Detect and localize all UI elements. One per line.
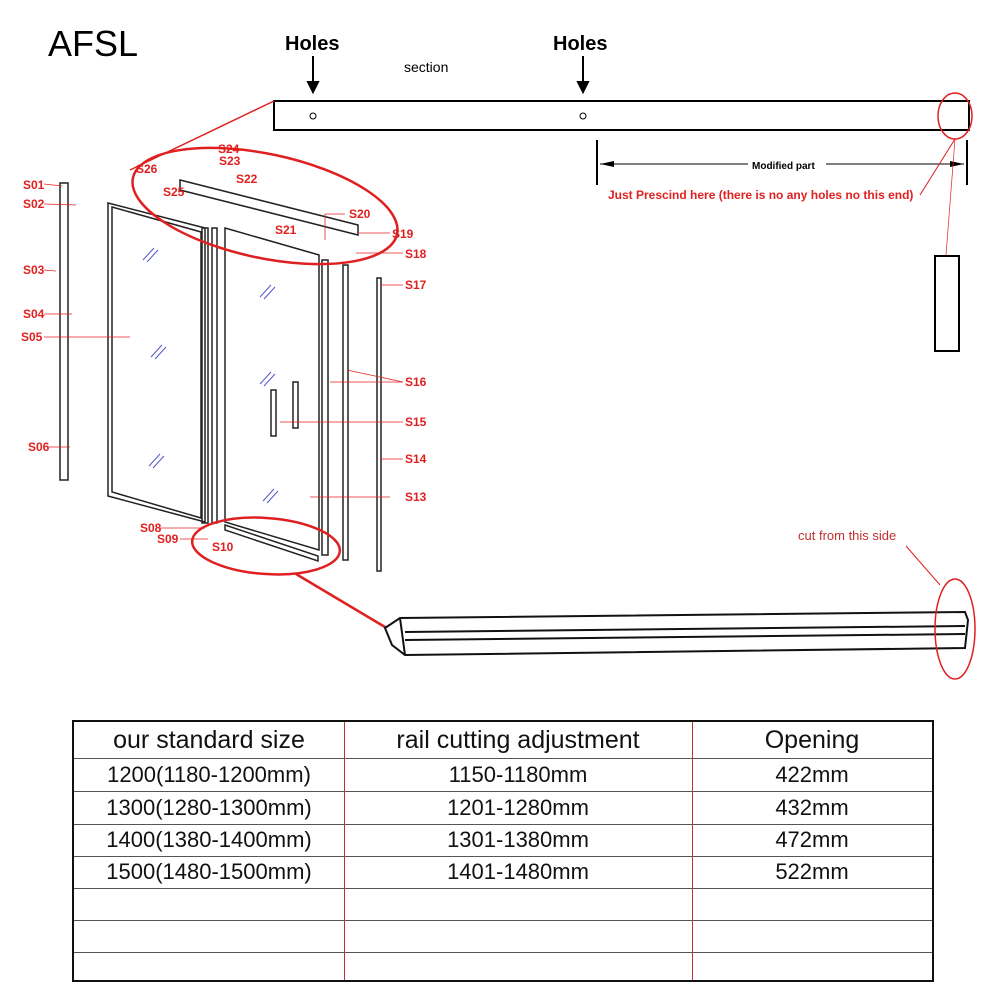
part-label: S22 xyxy=(236,172,258,186)
hole xyxy=(579,112,587,120)
part-label: S13 xyxy=(405,490,427,504)
cell: 422mm xyxy=(775,761,849,787)
part-label: S09 xyxy=(157,532,179,546)
part-label: S14 xyxy=(405,452,427,466)
part-label: S15 xyxy=(405,415,427,429)
table-row-empty xyxy=(74,920,932,953)
hole xyxy=(309,112,317,120)
part-labels: S01 S02 S03 S04 S05 S06 S08 S09 S10 S13 … xyxy=(21,142,427,554)
table-row: 1300(1280-1300mm) 1201-1280mm 432mm xyxy=(74,791,932,825)
cell: 1201-1280mm xyxy=(447,794,589,820)
top-rail-highlight xyxy=(131,146,399,266)
cell: 1200(1180-1200mm) xyxy=(107,761,311,787)
part-label: S06 xyxy=(28,440,50,454)
arrow-down-icon xyxy=(576,56,590,95)
part-label: S24 xyxy=(218,142,240,156)
cell: 1500(1480-1500mm) xyxy=(106,859,312,884)
prescind-note: Just Prescind here (there is no any hole… xyxy=(608,188,913,202)
part-label: S04 xyxy=(23,307,45,321)
title: AFSL xyxy=(48,23,138,64)
holes-label-left: Holes xyxy=(285,33,339,55)
header-cell: our standard size xyxy=(113,725,305,754)
column-divider xyxy=(692,722,693,980)
rail-3d-view xyxy=(383,610,970,657)
cut-end-highlight xyxy=(934,578,976,680)
part-label: S08 xyxy=(140,521,162,535)
part-label: S16 xyxy=(405,375,427,389)
part-label: S18 xyxy=(405,247,427,261)
header-cell: rail cutting adjustment xyxy=(396,725,640,754)
header-cell: Opening xyxy=(764,725,860,754)
cell: 1400(1380-1400mm) xyxy=(106,827,312,852)
cell: 472mm xyxy=(775,827,849,852)
cell: 522mm xyxy=(775,859,849,884)
part-label: S23 xyxy=(219,154,241,168)
cell: 1150-1180mm xyxy=(448,761,588,787)
part-label: S17 xyxy=(405,278,427,292)
cell: 1401-1480mm xyxy=(447,859,589,884)
modified-part-label: Modified part xyxy=(752,161,815,172)
part-label: S25 xyxy=(163,185,185,199)
cell: 1300(1280-1300mm) xyxy=(106,794,312,820)
part-label: S19 xyxy=(392,227,414,241)
part-label: S03 xyxy=(23,263,45,277)
cell: 432mm xyxy=(775,794,849,820)
part-label: S05 xyxy=(21,330,43,344)
end-highlight xyxy=(937,92,973,140)
rail-profile-section xyxy=(934,255,960,352)
cut-note: cut from this side xyxy=(798,528,896,543)
cell: 1301-1380mm xyxy=(447,827,589,852)
assembly-diagram: AFSL Holes Holes section Modified part J… xyxy=(21,23,976,680)
table-header: our standard size rail cutting adjustmen… xyxy=(74,722,932,759)
arrow-down-icon xyxy=(306,56,320,95)
table-row-empty xyxy=(74,888,932,921)
size-table: our standard size rail cutting adjustmen… xyxy=(72,720,934,982)
table-row: 1400(1380-1400mm) 1301-1380mm 472mm xyxy=(74,824,932,857)
part-label: S02 xyxy=(23,197,45,211)
shower-door-exploded-view xyxy=(59,179,382,572)
part-label: S26 xyxy=(136,162,158,176)
part-label: S21 xyxy=(275,223,297,237)
holes-label-right: Holes xyxy=(553,33,607,55)
part-label: S01 xyxy=(23,178,45,192)
rail-section xyxy=(273,100,970,131)
section-label: section xyxy=(404,59,448,75)
table-row: 1200(1180-1200mm) 1150-1180mm 422mm xyxy=(74,758,932,792)
part-label: S10 xyxy=(212,540,234,554)
part-label: S20 xyxy=(349,207,371,221)
bottom-rail-highlight xyxy=(190,516,342,576)
table-row: 1500(1480-1500mm) 1401-1480mm 522mm xyxy=(74,856,932,889)
column-divider xyxy=(344,722,345,980)
